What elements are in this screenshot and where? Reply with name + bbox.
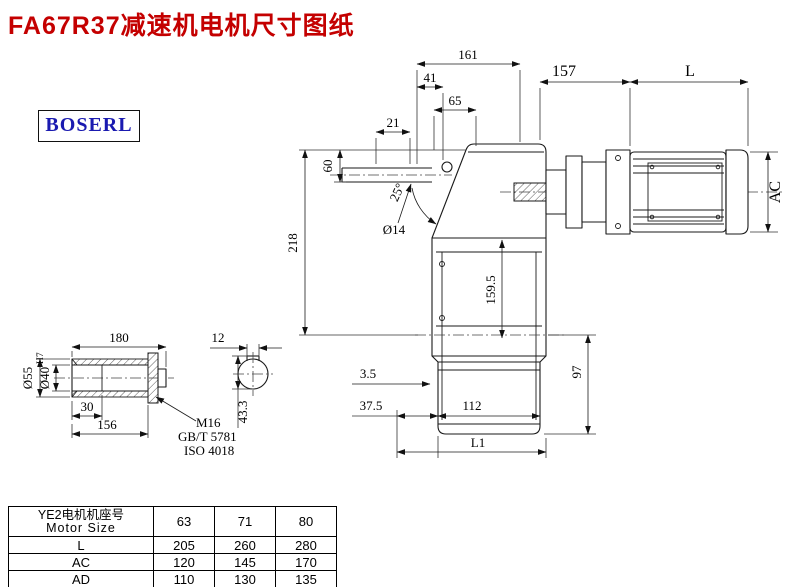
dim-218: 218 — [285, 233, 300, 253]
cell-AC-63: 120 — [153, 553, 215, 571]
motor-size-table: YE2电机机座号 Motor Size 63 71 80 L 205 260 2… — [8, 506, 337, 587]
dim-41: 41 — [424, 70, 437, 85]
dim-dia-55: Ø55 — [20, 367, 35, 389]
cell-AD-71: 130 — [214, 570, 276, 587]
table-size-80: 80 — [275, 506, 337, 537]
table-row-AC: AC 120 145 170 — [8, 553, 337, 571]
brand-logo: BOSERL — [38, 110, 140, 142]
dim-L: L — [685, 63, 695, 80]
table-header-en: Motor Size — [46, 521, 116, 535]
motor-assembly — [500, 149, 782, 235]
dim-156: 156 — [97, 417, 117, 432]
shaft-detail-view: 180 Ø55 Ø40 H7 30 156 M16 GB/T 5781 — [20, 330, 237, 458]
dim-37-5: 37.5 — [360, 398, 383, 413]
cell-AC-80: 170 — [275, 553, 337, 571]
dim-dia-40: Ø40 — [37, 367, 52, 389]
adapter-ring-2 — [565, 155, 583, 229]
dim-12: 12 — [212, 330, 225, 345]
adapter-ring-1 — [545, 169, 567, 215]
cell-AD-80: 135 — [275, 570, 337, 587]
cell-AC-71: 145 — [214, 553, 276, 571]
dim-L1: L1 — [471, 435, 485, 450]
motor-frame-plate — [647, 162, 723, 222]
row-label-AC: AC — [8, 553, 154, 571]
cell-AD-63: 110 — [153, 570, 215, 587]
keyway-section-view: 12 43.3 — [210, 330, 282, 428]
page-title: FA67R37减速机电机尺寸图纸 — [8, 12, 355, 40]
motor-body — [629, 151, 727, 233]
note-m16: M16 — [196, 415, 221, 430]
fan-cover — [725, 149, 749, 235]
note-gbt-5781: GB/T 5781 — [178, 429, 237, 444]
motor-flange — [605, 149, 631, 235]
table-row-L: L 205 260 280 — [8, 536, 337, 554]
gearbox-housing — [415, 143, 565, 435]
dim-97: 97 — [569, 365, 584, 379]
table-size-71: 71 — [214, 506, 276, 537]
cell-L-80: 280 — [275, 536, 337, 554]
table-header-cn: YE2电机机座号 — [37, 508, 125, 522]
note-iso-4018: ISO 4018 — [184, 443, 234, 458]
dim-dia-40-fit: H7 — [36, 352, 46, 364]
cell-L-71: 260 — [214, 536, 276, 554]
dim-3-5: 3.5 — [360, 366, 376, 381]
dim-21: 21 — [387, 115, 400, 130]
dim-AC: AC — [767, 181, 784, 203]
main-dimensions: 161 41 65 21 157 L — [285, 47, 784, 458]
table-size-63: 63 — [153, 506, 215, 537]
row-label-L: L — [8, 536, 154, 554]
table-header-row: YE2电机机座号 Motor Size 63 71 80 — [8, 506, 337, 537]
dim-43-3: 43.3 — [235, 401, 250, 424]
row-label-AD: AD — [8, 570, 154, 587]
coupling-shaft — [513, 182, 547, 202]
table-header-motor-size: YE2电机机座号 Motor Size — [8, 506, 154, 537]
dim-dia-40-h7: Ø40 H7 — [36, 352, 52, 389]
housing-outline — [431, 143, 547, 435]
input-shaft — [330, 167, 452, 183]
retaining-bolt — [157, 368, 167, 388]
adapter-ring-3 — [581, 161, 607, 223]
end-washer — [147, 352, 159, 404]
dim-157: 157 — [552, 63, 576, 80]
dim-180: 180 — [109, 330, 129, 345]
dim-30: 30 — [81, 399, 94, 414]
dim-161: 161 — [458, 47, 478, 62]
dim-60: 60 — [320, 160, 335, 173]
dim-angle-25: 25° — [386, 181, 407, 204]
dim-112: 112 — [462, 398, 481, 413]
dim-shaft-dia: Ø14 — [383, 222, 406, 237]
dim-65: 65 — [449, 93, 462, 108]
cell-L-63: 205 — [153, 536, 215, 554]
flange-bolt-icon — [441, 161, 453, 173]
dim-159-5: 159.5 — [483, 275, 498, 304]
table-row-AD: AD 110 130 135 — [8, 570, 337, 587]
